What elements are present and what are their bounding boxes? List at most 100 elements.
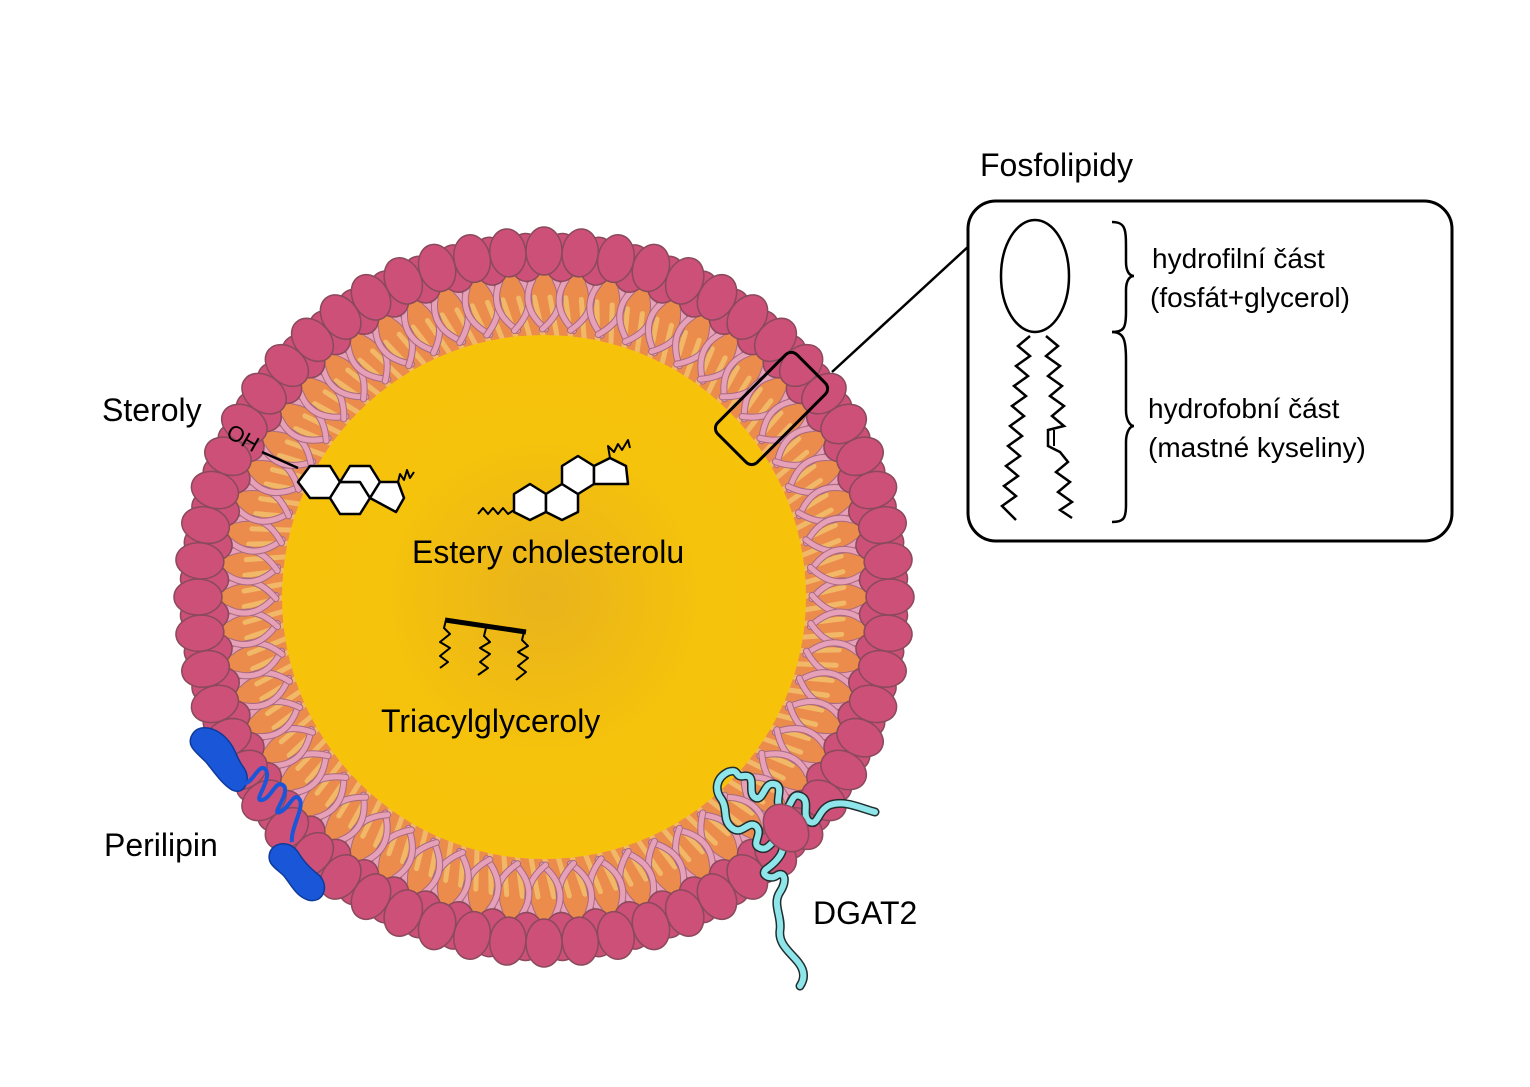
phospholipid-tail xyxy=(320,365,369,400)
phospholipid-tail xyxy=(774,425,817,467)
phospholipid-tail xyxy=(803,640,860,657)
tag-chain-2 xyxy=(477,627,491,676)
phospholipid-tail xyxy=(511,860,532,917)
phospholipid-tail xyxy=(595,856,626,909)
phospholipid-tail xyxy=(759,398,798,444)
phospholipid-tail xyxy=(363,810,390,864)
phospholipid-tail xyxy=(617,288,635,346)
phospholipid-tail xyxy=(649,839,686,886)
dgat2-chain-fill xyxy=(714,768,878,989)
phospholipid-tail xyxy=(796,484,846,519)
phospholipid-tail xyxy=(453,848,471,906)
hydrophilic-label-line1: hydrofilní část xyxy=(1152,243,1325,274)
phospholipid-tail xyxy=(271,727,314,769)
phospholipid-tail xyxy=(772,726,828,749)
triacylglycerol-molecule xyxy=(439,617,529,681)
cholesterol-ester-molecule xyxy=(477,439,631,522)
phospholipid-tail xyxy=(422,838,443,895)
phospholipid-tail xyxy=(757,751,811,778)
phospholipid-tail xyxy=(228,537,285,554)
phospholipid-tail xyxy=(587,281,604,338)
phospholipid-tail xyxy=(808,547,862,574)
brace-hydrophobic xyxy=(1111,330,1135,524)
phospholipid-tail xyxy=(494,279,521,333)
phospholipid-tail xyxy=(337,792,367,844)
phospholipid-detail-panel: hydrofilní část (fosfát+glycerol) hydrof… xyxy=(966,199,1454,543)
phospholipid-tail xyxy=(235,506,293,524)
phospholipid-tail xyxy=(226,620,280,647)
phospholipid-head-icon xyxy=(999,218,1071,334)
hydrophobic-label-line2: (mastné kyseliny) xyxy=(1148,432,1366,463)
phospholipid-tail xyxy=(795,670,853,688)
perilipin-protein xyxy=(189,727,326,902)
phospholipid-tail xyxy=(645,299,666,356)
dgat2-embedded-head xyxy=(762,803,810,853)
sterol-side-chain xyxy=(397,469,415,483)
phospholipids-title: Fosfolipidy xyxy=(980,147,1133,183)
ester-ring-d xyxy=(592,456,630,486)
phospholipid-tail xyxy=(224,564,281,585)
ester-side-chain xyxy=(607,439,631,459)
tag-backbone xyxy=(444,617,527,635)
phospholipid-tail xyxy=(242,675,292,710)
phospholipid-tail xyxy=(297,390,349,420)
phospholipid-tail xyxy=(290,750,329,796)
phospholipid-head xyxy=(865,578,915,616)
hydrophilic-label-line2: (fosfát+glycerol) xyxy=(1150,282,1350,313)
phospholipid-tail-unsaturated xyxy=(1043,335,1075,520)
phospholipid-tail xyxy=(277,416,331,443)
phospholipid-tail xyxy=(721,350,751,402)
sterol-oh-bond xyxy=(261,450,299,470)
cholesterol-esters-label: Estery cholesterolu xyxy=(412,534,684,570)
dgat2-label: DGAT2 xyxy=(813,895,917,931)
phospholipid-tail xyxy=(567,861,594,915)
sterol-ring-d xyxy=(368,480,406,514)
phospholipid-tail-saturated xyxy=(1000,335,1033,521)
phospholipid-head xyxy=(173,578,223,616)
perilipin-helix xyxy=(238,765,303,843)
phospholipid-tail xyxy=(803,515,856,546)
phospholipid-tail xyxy=(807,564,864,585)
phospholipid-tail xyxy=(260,445,316,468)
phospholipid-tail xyxy=(255,702,302,739)
lipid-droplet xyxy=(173,226,915,968)
brace-hydrophilic xyxy=(1111,220,1135,334)
phospholipid-tail xyxy=(698,330,725,384)
tag-chain-3 xyxy=(515,631,529,681)
callout-highlight-box xyxy=(713,350,830,467)
phospholipid-tail xyxy=(345,343,391,382)
phospholipid-tail xyxy=(525,276,549,332)
lipid-core xyxy=(282,335,806,859)
phospholipid-tail xyxy=(807,609,864,630)
triacylglycerols-label: Triacylglyceroly xyxy=(381,703,600,739)
perilipin-domain-bottom xyxy=(268,843,326,902)
phospholipid-tail xyxy=(232,648,285,679)
phospholipid-tail xyxy=(372,324,414,367)
phospholipid-tail xyxy=(402,308,439,355)
phospholipid-tail xyxy=(786,455,833,492)
phospholipid-tail xyxy=(556,277,577,334)
callout-connector-line xyxy=(831,244,971,373)
phospholipid-callout xyxy=(713,244,971,467)
phospholipid-head xyxy=(525,226,563,276)
phospholipid-tail xyxy=(312,772,347,821)
phospholipid-head xyxy=(525,918,563,968)
phospholipid-tail xyxy=(785,698,842,719)
perilipin-label: Perilipin xyxy=(104,827,218,863)
ester-chain xyxy=(477,507,515,515)
phospholipid-tail xyxy=(431,295,466,345)
phospholipid-box xyxy=(966,199,1454,543)
ester-ring-c xyxy=(560,454,596,496)
phospholipid-tail xyxy=(246,475,303,496)
phospholipid-tail xyxy=(622,849,657,899)
phospholipid-tail xyxy=(223,592,279,616)
sterol-molecule xyxy=(261,450,415,516)
hydrophobic-label-line1: hydrofobní část xyxy=(1148,393,1340,424)
phospholipid-head xyxy=(863,542,913,580)
phospholipid-tail xyxy=(462,285,493,338)
phospholipid-tail-layer xyxy=(222,275,866,919)
sterols-label: Steroly xyxy=(102,392,202,428)
dgat2-protein xyxy=(712,766,880,991)
phospholipid-tail xyxy=(673,313,696,369)
